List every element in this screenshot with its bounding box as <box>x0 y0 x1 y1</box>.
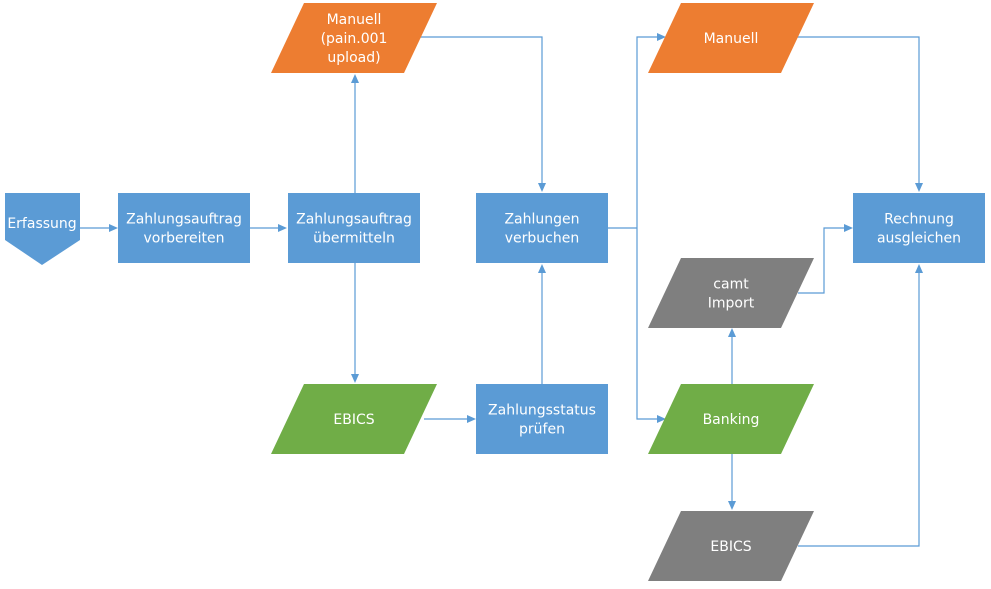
svg-text:EBICS: EBICS <box>333 412 374 428</box>
data-parallelogram <box>648 511 814 581</box>
offpage-connector-shape <box>5 193 80 265</box>
arrowhead <box>351 374 359 383</box>
nodes: Erfassung Zahlungsauftrag vorbereiten Zah… <box>5 3 985 581</box>
node-label-line: Erfassung <box>7 216 76 232</box>
arrowhead <box>538 264 546 273</box>
arrowhead <box>278 224 287 232</box>
node-label-line: verbuchen <box>505 231 579 247</box>
node-label-line: upload) <box>327 50 380 66</box>
node-label-line: Zahlungen <box>504 212 579 228</box>
node-label-line: Manuell <box>704 31 759 47</box>
node-zahlungsstatus-pruefen: Zahlungsstatus prüfen <box>476 384 608 454</box>
node-rechnung-ausgleichen: Rechnung ausgleichen <box>853 193 985 263</box>
node-ebics-receive: EBICS <box>648 511 814 581</box>
edge-verbuchen-manuell <box>636 36 658 228</box>
svg-text:Erfassung: Erfassung <box>7 216 76 232</box>
node-manuell: Manuell <box>648 3 814 73</box>
process-box <box>476 384 608 454</box>
node-banking: Banking <box>648 384 814 454</box>
node-manuell-pain001-upload: Manuell (pain.001 upload) <box>271 3 437 73</box>
data-parallelogram <box>271 384 437 454</box>
data-parallelogram <box>648 258 814 328</box>
node-label-line: Banking <box>703 412 760 428</box>
node-label-line: Zahlungsstatus <box>488 403 596 419</box>
arrowhead <box>844 224 853 232</box>
arrowhead <box>915 264 923 273</box>
node-label-line: Zahlungsauftrag <box>126 212 242 228</box>
edge-manuell-rechnung <box>796 36 920 184</box>
data-parallelogram <box>648 384 814 454</box>
node-zahlungen-verbuchen: Zahlungen verbuchen <box>476 193 608 263</box>
edge-manuell-upload-verbuchen <box>420 36 543 184</box>
arrowhead <box>915 183 923 192</box>
node-label-line: vorbereiten <box>143 231 224 247</box>
edge-ebics-receive-rechnung <box>798 272 920 547</box>
process-box <box>853 193 985 263</box>
node-label-line: camt <box>713 277 749 293</box>
process-box <box>476 193 608 263</box>
node-erfassung: Erfassung <box>5 193 80 265</box>
node-label-line: Manuell <box>327 12 382 28</box>
arrowhead <box>657 33 666 41</box>
node-label-line: Rechnung <box>884 212 954 228</box>
arrowhead <box>351 74 359 83</box>
node-label-line: EBICS <box>710 539 751 555</box>
svg-text:Banking: Banking <box>703 412 760 428</box>
node-ebics-send: EBICS <box>271 384 437 454</box>
node-label-line: Import <box>708 296 755 312</box>
node-label-line: (pain.001 <box>321 31 388 47</box>
arrowhead <box>538 183 546 192</box>
node-label-line: EBICS <box>333 412 374 428</box>
process-box <box>288 193 420 263</box>
node-label-line: ausgleichen <box>877 231 961 247</box>
connectors <box>80 33 923 547</box>
node-label-line: übermitteln <box>313 231 395 247</box>
node-zahlungsauftrag-uebermitteln: Zahlungsauftrag übermitteln <box>288 193 420 263</box>
process-box <box>118 193 250 263</box>
node-zahlungsauftrag-vorbereiten: Zahlungsauftrag vorbereiten <box>118 193 250 263</box>
edge-verbuchen-banking <box>636 228 658 420</box>
svg-text:Manuell: Manuell <box>704 31 759 47</box>
node-label-line: Zahlungsauftrag <box>296 212 412 228</box>
arrowhead <box>728 328 736 337</box>
arrowhead <box>109 224 118 232</box>
data-parallelogram <box>648 3 814 73</box>
edge-camt-rechnung <box>798 227 845 294</box>
node-label-line: prüfen <box>519 422 565 438</box>
arrowhead <box>728 501 736 510</box>
data-parallelogram <box>271 3 437 73</box>
arrowhead <box>467 415 476 423</box>
svg-text:EBICS: EBICS <box>710 539 751 555</box>
arrowhead <box>657 415 666 423</box>
